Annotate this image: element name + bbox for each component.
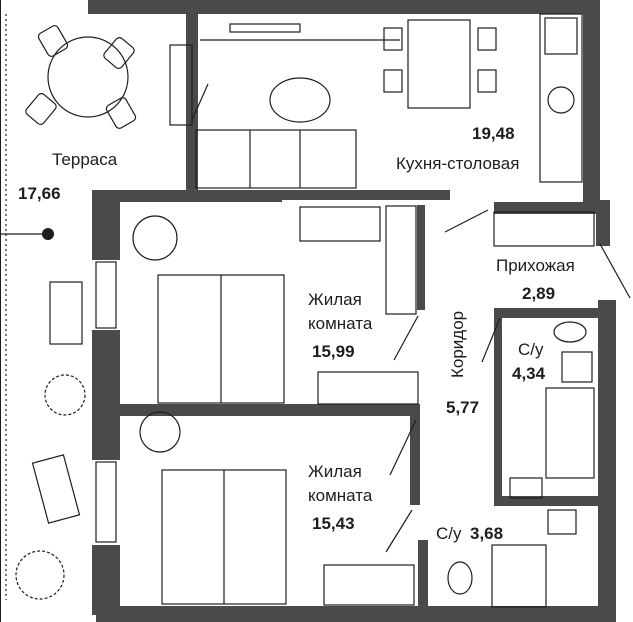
terrace-name: Терраса	[52, 150, 118, 169]
living-room-2-area: 15,43	[312, 514, 355, 533]
living-room-1-area: 15,99	[312, 342, 355, 361]
bathroom-1-area: 4,34	[512, 364, 546, 383]
hallway-name: Прихожая	[496, 256, 575, 275]
bathroom-2-area: 3,68	[470, 524, 504, 543]
kitchen-name: Кухня-столовая	[396, 154, 520, 173]
bathroom-1-name: С/у	[518, 340, 544, 359]
walls	[88, 0, 616, 622]
living-room-2-name-line2: комната	[308, 486, 373, 505]
terrace-area: 17,66	[18, 184, 61, 203]
terrace-marker	[42, 228, 54, 240]
corridor-area: 5,77	[446, 398, 480, 417]
hallway-area: 2,89	[522, 284, 556, 303]
bathroom-2-name: С/у	[436, 524, 462, 543]
living-room-1-name-line2: комната	[308, 314, 373, 333]
living-room-2-name-line1: Жилая	[308, 462, 362, 481]
corridor-name: Коридор	[448, 310, 467, 378]
kitchen-area: 19,48	[472, 124, 515, 143]
living-room-1-name-line1: Жилая	[308, 290, 362, 309]
